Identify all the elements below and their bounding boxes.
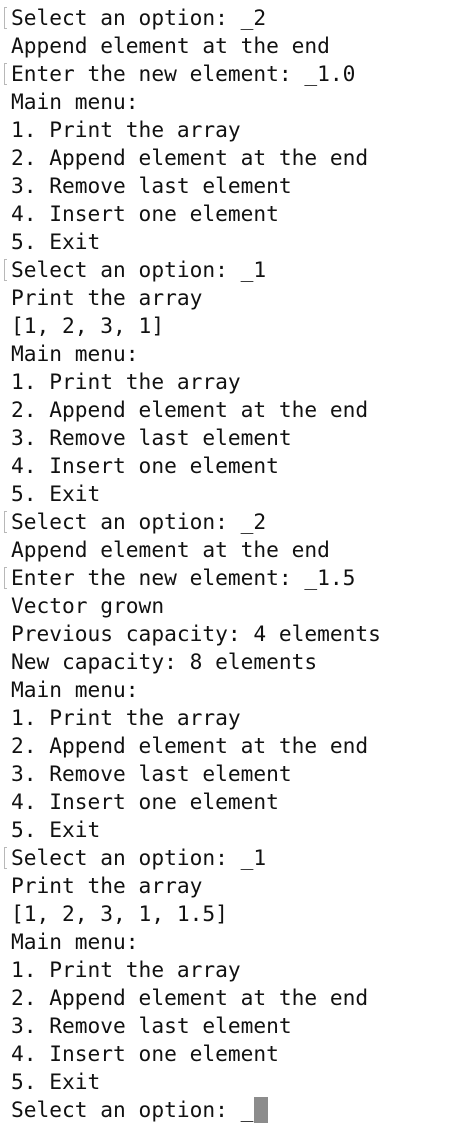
cursor-block <box>254 1097 269 1123</box>
output-line: Previous capacity: 4 elements <box>11 621 381 646</box>
output-line: 4. Insert one element <box>11 1041 279 1066</box>
output-line: [1, 2, 3, 1] <box>11 313 165 338</box>
output-line: 3. Remove last element <box>11 761 292 786</box>
output-line: 4. Insert one element <box>11 201 279 226</box>
input-line: Enter the new element: _1.0 <box>0 60 476 88</box>
output-line: [1, 2, 3, 1, 1.5] <box>11 901 228 926</box>
output-line: 5. Exit <box>11 229 101 254</box>
output-line: 3. Remove last element <box>11 1013 292 1038</box>
input-line: Select an option: _2 <box>0 4 476 32</box>
prompt-text: Select an option: _ <box>11 1097 254 1122</box>
input-line: Select an option: _2 <box>0 508 476 536</box>
output-line: 2. Append element at the end <box>11 985 369 1010</box>
output-line: 3. Remove last element <box>11 425 292 450</box>
output-line: 1. Print the array <box>11 957 241 982</box>
output-line: 2. Append element at the end <box>11 397 369 422</box>
output-line: Main menu: <box>11 929 139 954</box>
input-line: Enter the new element: _1.5 <box>0 564 476 592</box>
output-line: New capacity: 8 elements <box>11 649 318 674</box>
output-line: 5. Exit <box>11 817 101 842</box>
output-line: Main menu: <box>11 341 139 366</box>
output-line: 5. Exit <box>11 1069 101 1094</box>
output-line: 4. Insert one element <box>11 453 279 478</box>
output-line: Print the array <box>11 873 203 898</box>
output-line: Append element at the end <box>11 537 330 562</box>
output-line: Vector grown <box>11 593 165 618</box>
output-line: 2. Append element at the end <box>11 733 369 758</box>
output-line: 1. Print the array <box>11 117 241 142</box>
output-line: 1. Print the array <box>11 705 241 730</box>
output-line: 2. Append element at the end <box>11 145 369 170</box>
active-prompt-line[interactable]: Select an option: _ <box>0 1096 476 1124</box>
output-line: 5. Exit <box>11 481 101 506</box>
output-line: 3. Remove last element <box>11 173 292 198</box>
output-line: Append element at the end <box>11 33 330 58</box>
output-line: 1. Print the array <box>11 369 241 394</box>
output-line: Print the array <box>11 285 203 310</box>
output-line: Main menu: <box>11 89 139 114</box>
output-line: 4. Insert one element <box>11 789 279 814</box>
input-line: Select an option: _1 <box>0 256 476 284</box>
input-line: Select an option: _1 <box>0 844 476 872</box>
output-line: Main menu: <box>11 677 139 702</box>
